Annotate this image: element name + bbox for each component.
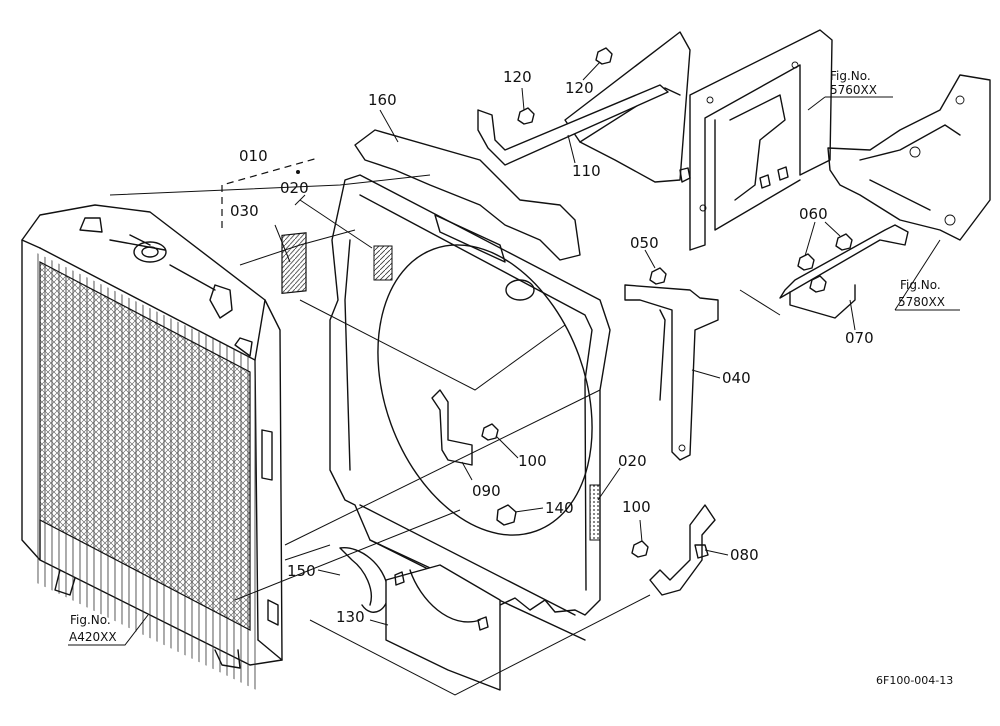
label-020a: 020: [280, 170, 373, 249]
part-number-110: 110: [572, 162, 601, 180]
bolt-120-b: [595, 47, 613, 65]
part-number-150: 150: [287, 562, 316, 580]
label-050: 050: [630, 234, 659, 269]
decal-030: [281, 232, 307, 295]
part-number-100-lower: 100: [622, 498, 651, 516]
part-number-040: 040: [722, 369, 751, 387]
part-number-120-right: 120: [565, 79, 594, 97]
bolt-100-lower: [631, 540, 649, 558]
label-120a: 120: [503, 68, 532, 111]
part-number-020-lower: 020: [618, 452, 647, 470]
part-number-030: 030: [230, 202, 259, 220]
part-number-010: 010: [239, 147, 268, 165]
bolt-100-upper: [481, 423, 499, 441]
bracket-120: [477, 84, 669, 166]
label-070: 070: [845, 299, 874, 347]
frame-5780xx: [827, 74, 991, 241]
bracket-070: [779, 224, 909, 299]
bracket-080: [649, 504, 716, 596]
fig-ref-5780xx-line2: 5780XX: [898, 295, 945, 309]
part-number-140: 140: [545, 499, 574, 517]
assembly-lines: [109, 174, 781, 696]
bolt-060: [797, 233, 853, 293]
label-010: 010: [239, 147, 268, 165]
label-110: 110: [567, 134, 601, 180]
decal-020-upper: [373, 245, 393, 281]
radiator: [21, 204, 283, 691]
part-number-120-left: 120: [503, 68, 532, 86]
fan-opening: [377, 244, 593, 536]
bolt-140: [496, 504, 517, 526]
label-040: 040: [691, 369, 751, 387]
label-100b: 100: [622, 498, 651, 543]
group-bracket-010: [221, 157, 319, 228]
fan-shroud: [329, 174, 611, 641]
label-130: 130: [336, 608, 389, 626]
part-number-130: 130: [336, 608, 365, 626]
figure-ref-5780xx: Fig.No. 5780XX: [894, 239, 960, 311]
bolt-120-a: [517, 107, 535, 125]
part-number-020-upper: 020: [280, 179, 309, 197]
part-number-060: 060: [799, 205, 828, 223]
label-080: 080: [704, 546, 759, 564]
label-150: 150: [287, 562, 341, 580]
fig-ref-a420xx-line1: Fig.No.: [70, 613, 111, 627]
bolt-050: [649, 267, 667, 285]
part-number-050: 050: [630, 234, 659, 252]
decal-020-lower: [589, 484, 601, 541]
label-090: 090: [461, 461, 501, 500]
label-120b: 120: [565, 61, 601, 97]
lower-cover-130: [385, 564, 501, 691]
label-060: 060: [799, 205, 841, 257]
part-number-100-upper: 100: [518, 452, 547, 470]
upper-cover-160: [354, 129, 581, 261]
bracket-090: [431, 389, 473, 466]
label-030: 030: [230, 202, 291, 263]
part-number-070: 070: [845, 329, 874, 347]
fig-ref-5760xx-line1: Fig.No.: [830, 69, 871, 83]
part-number-090: 090: [472, 482, 501, 500]
figure-ref-5760xx: Fig.No. 5760XX: [807, 69, 893, 111]
fig-ref-5760xx-line2: 5760XX: [830, 83, 877, 97]
stay-040: [624, 284, 719, 461]
label-100a: 100: [495, 435, 547, 470]
part-number-080: 080: [730, 546, 759, 564]
label-160: 160: [368, 91, 399, 143]
frame-5760xx: [679, 29, 833, 251]
part-number-160: 160: [368, 91, 397, 109]
fig-ref-a420xx-line2: A420XX: [69, 630, 117, 644]
label-020b: 020: [597, 452, 647, 501]
fig-ref-5780xx-line1: Fig.No.: [900, 278, 941, 292]
seal-150: [339, 547, 389, 613]
drawing-code: 6F100-004-13: [876, 674, 953, 687]
label-140: 140: [514, 499, 574, 517]
figure-ref-a420xx: Fig.No. A420XX: [68, 613, 149, 646]
